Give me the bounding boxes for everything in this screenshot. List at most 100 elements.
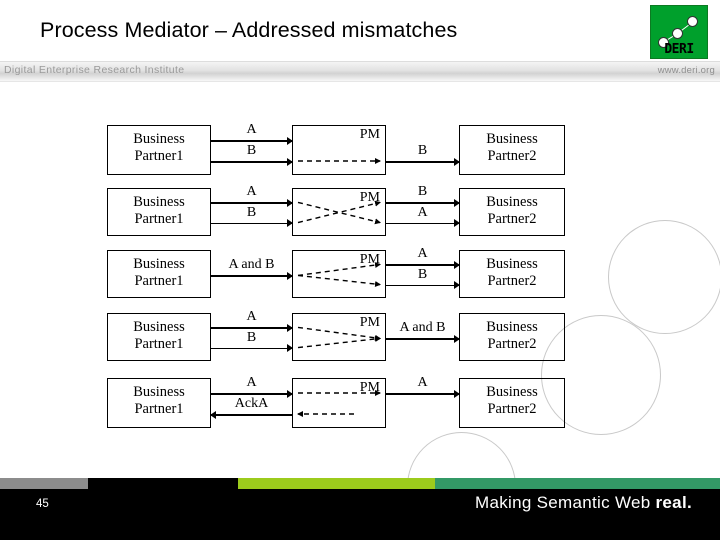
connector-label: A xyxy=(246,184,257,200)
connector-line xyxy=(386,264,459,266)
connector-line xyxy=(211,222,292,225)
mediator-internal-flow xyxy=(298,158,381,164)
connector-line xyxy=(211,347,292,350)
connector-arrowhead xyxy=(210,410,216,419)
box-label-line1: Business xyxy=(486,194,538,210)
box-label-line1: Business xyxy=(486,384,538,400)
connector-label: AckA xyxy=(234,396,269,411)
box-label-line2: Partner1 xyxy=(134,211,184,228)
box-label-line2: Partner2 xyxy=(487,273,537,290)
box-label-line1: Business xyxy=(133,131,185,147)
process-mediator-box: PM xyxy=(292,125,386,175)
box-label-line1: Business xyxy=(486,256,538,272)
connector-arrowhead xyxy=(454,281,460,290)
connector-arrowhead xyxy=(287,219,293,228)
connector-label: A xyxy=(417,246,428,262)
process-mediator-box: PM xyxy=(292,378,386,428)
footer-bar-lime xyxy=(238,478,435,489)
process-mediator-label: PM xyxy=(359,380,380,395)
connector-label: B xyxy=(246,143,257,158)
connector-label: A and B xyxy=(399,320,446,336)
connector-label: A xyxy=(246,309,257,325)
logo-node-icon xyxy=(658,37,669,48)
connector-label: A xyxy=(246,375,257,390)
connector-label: A and B xyxy=(228,257,275,273)
mediator-internal-flow xyxy=(297,390,381,417)
connector-label: B xyxy=(417,266,428,282)
institute-name: Digital Enterprise Research Institute xyxy=(4,64,185,76)
footer-tagline: Making Semantic Web real. xyxy=(475,493,692,513)
footer-bar-black xyxy=(88,478,238,489)
logo-wordmark: DERI xyxy=(664,42,694,57)
box-label-line1: Business xyxy=(133,319,185,335)
connector-arrowhead xyxy=(454,261,460,270)
tagline-normal: Making Semantic Web xyxy=(475,493,656,512)
connector-arrowhead xyxy=(287,344,293,353)
mediator-internal-flow xyxy=(297,262,381,287)
mediator-internal-flow xyxy=(297,326,381,349)
process-mediator-label: PM xyxy=(359,127,380,142)
box-label-line2: Partner1 xyxy=(134,148,184,165)
connector-label: B xyxy=(246,204,257,220)
connector-line xyxy=(211,414,292,416)
slide-number: 45 xyxy=(36,498,49,510)
logo-node-icon xyxy=(687,16,698,27)
slide-title: Process Mediator – Addressed mismatches xyxy=(40,18,458,42)
connector-line xyxy=(386,284,459,287)
connector-label: A xyxy=(246,122,257,137)
connector-line xyxy=(386,338,459,340)
mediator-internal-flow xyxy=(297,200,381,225)
tagline-bold: real. xyxy=(655,493,692,512)
process-mediator-label: PM xyxy=(359,315,380,330)
connector-arrowhead xyxy=(454,389,460,398)
connector-arrowhead xyxy=(454,199,460,208)
box-label-line1: Business xyxy=(486,319,538,335)
connector-label: B xyxy=(417,143,428,158)
connector-line xyxy=(211,140,292,142)
connector-arrowhead xyxy=(287,389,293,398)
connector-line xyxy=(386,202,459,204)
box-label-line2: Partner1 xyxy=(134,273,184,290)
connector-line xyxy=(386,222,459,225)
process-mediator-box: PM xyxy=(292,313,386,361)
box-label-line2: Partner2 xyxy=(487,211,537,228)
connector-line xyxy=(211,161,292,163)
box-label-line2: Partner1 xyxy=(134,336,184,353)
box-label-line1: Business xyxy=(133,384,185,400)
footer-bar-teal xyxy=(435,478,720,489)
institute-banner: Digital Enterprise Research Institute ww… xyxy=(0,61,720,82)
connector-line xyxy=(386,393,459,395)
connector-line xyxy=(386,161,459,163)
footer-bar-gray xyxy=(0,478,88,489)
connector-line xyxy=(211,275,292,277)
box-label-line2: Partner2 xyxy=(487,148,537,165)
connector-arrowhead xyxy=(287,157,293,166)
connector-label: A xyxy=(417,204,428,220)
connector-arrowhead xyxy=(287,272,293,281)
deri-logo: DERI xyxy=(650,5,708,59)
box-label-line1: Business xyxy=(486,131,538,147)
connector-label: A xyxy=(417,375,428,390)
connector-line xyxy=(211,327,292,329)
logo-graphic xyxy=(654,9,704,55)
connector-arrowhead xyxy=(454,219,460,228)
logo-node-icon xyxy=(672,28,683,39)
connector-line xyxy=(211,202,292,204)
slide-footer: 45 Making Semantic Web real. xyxy=(0,489,720,540)
connector-arrowhead xyxy=(287,199,293,208)
connector-arrowhead xyxy=(287,136,293,145)
connector-line xyxy=(211,393,292,395)
institute-url: www.deri.org xyxy=(657,65,715,76)
connector-label: B xyxy=(246,329,257,345)
